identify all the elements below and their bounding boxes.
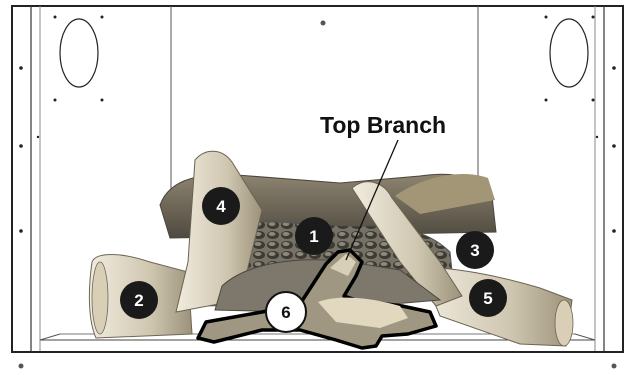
callout-3: 3 xyxy=(456,231,494,269)
callout-6-number: 6 xyxy=(281,303,290,322)
callout-2: 2 xyxy=(120,281,158,319)
callout-2-number: 2 xyxy=(134,291,143,310)
log-set xyxy=(89,151,573,348)
vent-right xyxy=(550,19,588,87)
callout-5: 5 xyxy=(469,279,507,317)
callout-3-number: 3 xyxy=(470,241,479,260)
callout-4: 4 xyxy=(202,187,240,225)
callout-1-number: 1 xyxy=(309,227,318,246)
callout-6: 6 xyxy=(266,292,306,332)
callout-5-number: 5 xyxy=(483,289,492,308)
vent-left xyxy=(60,19,98,87)
callout-1: 1 xyxy=(295,217,333,255)
callout-4-number: 4 xyxy=(216,197,226,216)
top-branch-label: Top Branch xyxy=(320,112,446,138)
vent-openings xyxy=(60,19,588,87)
